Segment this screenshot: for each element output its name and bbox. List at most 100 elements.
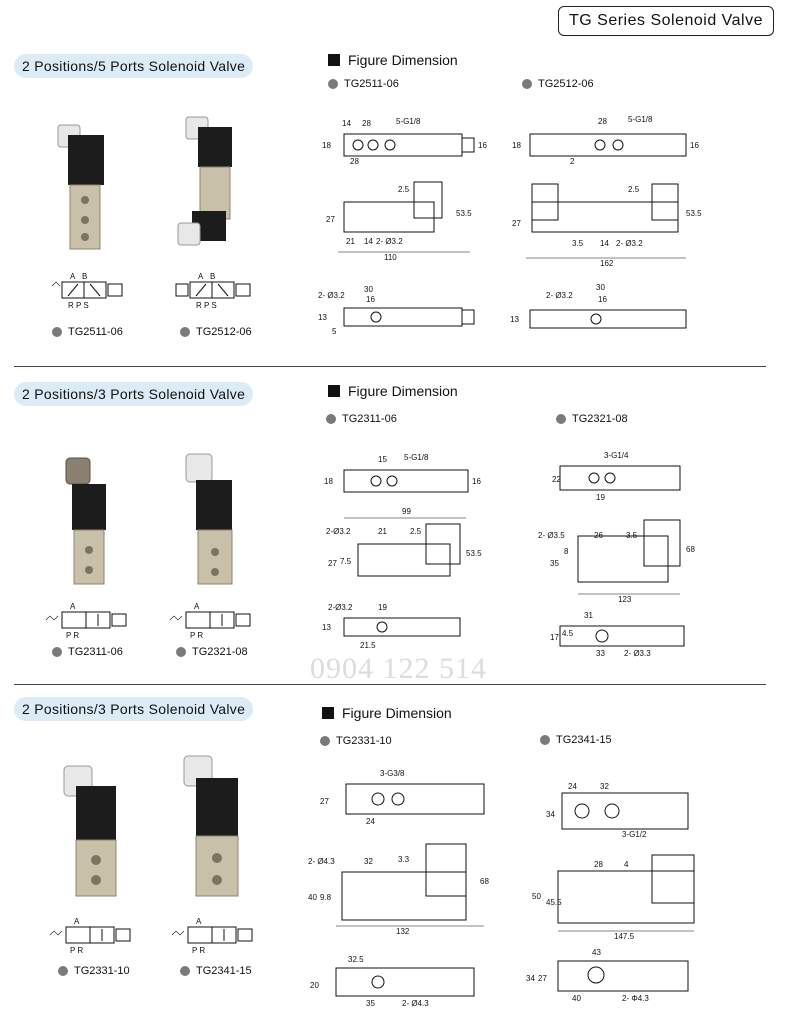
square-bullet-icon	[328, 54, 340, 66]
dim-label: 30	[596, 283, 605, 292]
dim-label: 14	[342, 119, 351, 128]
bullet-dot-icon	[556, 414, 566, 424]
dimension-drawing-tg2331: 3-G3/8 27 24 2- Ø4.3 32 3.3 40 9.8 68 13…	[308, 769, 489, 1008]
dim-label: 2- Ø4.3	[308, 857, 335, 866]
dim-label: 18	[512, 141, 521, 150]
dim-label: 40	[572, 994, 581, 1003]
bullet-dot-icon	[540, 735, 550, 745]
dim-label: 5	[332, 327, 337, 336]
bullet-dot-icon	[180, 327, 190, 337]
section-3-model-b: TG2341-15	[180, 965, 252, 977]
bullet-dot-icon	[176, 647, 186, 657]
dim-label: 28	[598, 117, 607, 126]
symbol-label-a: A	[74, 917, 80, 926]
dim-label: 30	[364, 285, 373, 294]
section-1-figure-model-a: TG2511-06	[328, 78, 399, 90]
valve-symbol-tg2331: A P R	[49, 917, 131, 955]
symbol-label-a: A	[196, 917, 202, 926]
dim-label: 4.5	[562, 629, 574, 638]
dim-label: 3-G1/4	[604, 451, 629, 460]
dim-label: 68	[686, 545, 695, 554]
dim-label: 27	[320, 797, 329, 806]
symbol-label-b: B	[82, 272, 87, 281]
dim-label: 21.5	[360, 641, 376, 650]
dim-label: 5-G1/8	[628, 115, 653, 124]
dimension-drawing-tg2311: 15 5-G1/8 18 16 99 2-Ø3.2 21 2.5 27 7.5 …	[322, 453, 482, 650]
symbol-label-a: A	[70, 602, 76, 611]
dimension-drawing-tg2511: 14 28 5-G1/8 18 28 16 2.5 27 53.5 21 14 …	[318, 117, 487, 336]
dim-label: 13	[322, 623, 331, 632]
watermark-phone: 0904 122 514	[310, 652, 487, 685]
dim-label: 2- Ø3.2	[616, 239, 643, 248]
dim-label: 14	[364, 237, 373, 246]
dim-label: 32	[364, 857, 373, 866]
dim-label: 16	[478, 141, 487, 150]
valve-symbol-tg2311: A P R	[45, 602, 127, 640]
section-1-figure-title: Figure Dimension	[328, 52, 458, 68]
section-3-figure-model-b: TG2341-15	[540, 734, 612, 746]
section-2-model-a: TG2311-06	[52, 646, 123, 658]
dim-label: 26	[594, 531, 603, 540]
dim-label: 3-G1/2	[622, 830, 647, 839]
section-2-figure-title: Figure Dimension	[328, 383, 458, 399]
section-1-figure-model-b: TG2512-06	[522, 78, 594, 90]
section-2-figure-model-b: TG2321-08	[556, 413, 628, 425]
dim-label: 27	[328, 559, 337, 568]
section-divider	[14, 684, 766, 685]
bullet-dot-icon	[58, 966, 68, 976]
symbol-label-rps: R P S	[68, 301, 89, 310]
section-2-model-b: TG2321-08	[176, 646, 248, 658]
valve-photo-tg2321	[185, 453, 233, 585]
dim-label: 53.5	[686, 209, 702, 218]
dim-label: 22	[552, 475, 561, 484]
dim-label: 2-Ø3.2	[328, 603, 353, 612]
symbol-label-pr: P R	[192, 946, 205, 955]
dim-label: 21	[378, 527, 387, 536]
valve-symbol-tg2341: A P R	[171, 917, 253, 955]
section-3-figure-title: Figure Dimension	[322, 705, 452, 721]
dim-label: 28	[594, 860, 603, 869]
symbol-label-pr: P R	[190, 631, 203, 640]
dim-label: 31	[584, 611, 593, 620]
dim-label: 5-G1/8	[396, 117, 421, 126]
dim-label: 35	[366, 999, 375, 1008]
valve-photo-tg2511	[57, 124, 104, 250]
dim-label: 24	[366, 817, 375, 826]
dim-label: 2- Ø3.2	[546, 291, 573, 300]
dim-label: 35	[550, 559, 559, 568]
dim-label: 123	[618, 595, 632, 604]
dim-label: 162	[600, 259, 614, 268]
dim-label: 28	[350, 157, 359, 166]
valve-symbol-tg2511: A B R P S	[51, 272, 123, 310]
dim-label: 16	[598, 295, 607, 304]
valve-photo-tg2512	[177, 116, 232, 246]
dim-label: 32	[600, 782, 609, 791]
dim-label: 15	[378, 455, 387, 464]
dim-label: 2.5	[410, 527, 422, 536]
dim-label: 2.5	[398, 185, 410, 194]
dim-label: 21	[346, 237, 355, 246]
dim-label: 28	[362, 119, 371, 128]
section-3-figure-model-a: TG2331-10	[320, 735, 392, 747]
dim-label: 40	[308, 893, 317, 902]
page-header-badge: TG Series Solenoid Valve	[558, 6, 774, 36]
dim-label: 2- Ø3.2	[318, 291, 345, 300]
dim-label: 2-Ø3.2	[326, 527, 351, 536]
dim-label: 5-G1/8	[404, 453, 429, 462]
dim-label: 53.5	[466, 549, 482, 558]
dim-label: 8	[564, 547, 569, 556]
dim-label: 132	[396, 927, 410, 936]
dim-label: 34	[526, 974, 535, 983]
dim-label: 2- Ø4.3	[402, 999, 429, 1008]
dim-label: 32.5	[348, 955, 364, 964]
dim-label: 2- Ø3.2	[376, 237, 403, 246]
dim-label: 110	[384, 253, 397, 262]
valve-symbol-tg2321: A P R	[169, 602, 251, 640]
dim-label: 24	[568, 782, 577, 791]
dim-label: 7.5	[340, 557, 352, 566]
bullet-dot-icon	[52, 327, 62, 337]
dim-label: 2- Ø3.3	[624, 649, 651, 658]
symbol-label-pr: P R	[70, 946, 83, 955]
dim-label: 3.3	[398, 855, 410, 864]
section-2-figure-model-a: TG2311-06	[326, 413, 397, 425]
